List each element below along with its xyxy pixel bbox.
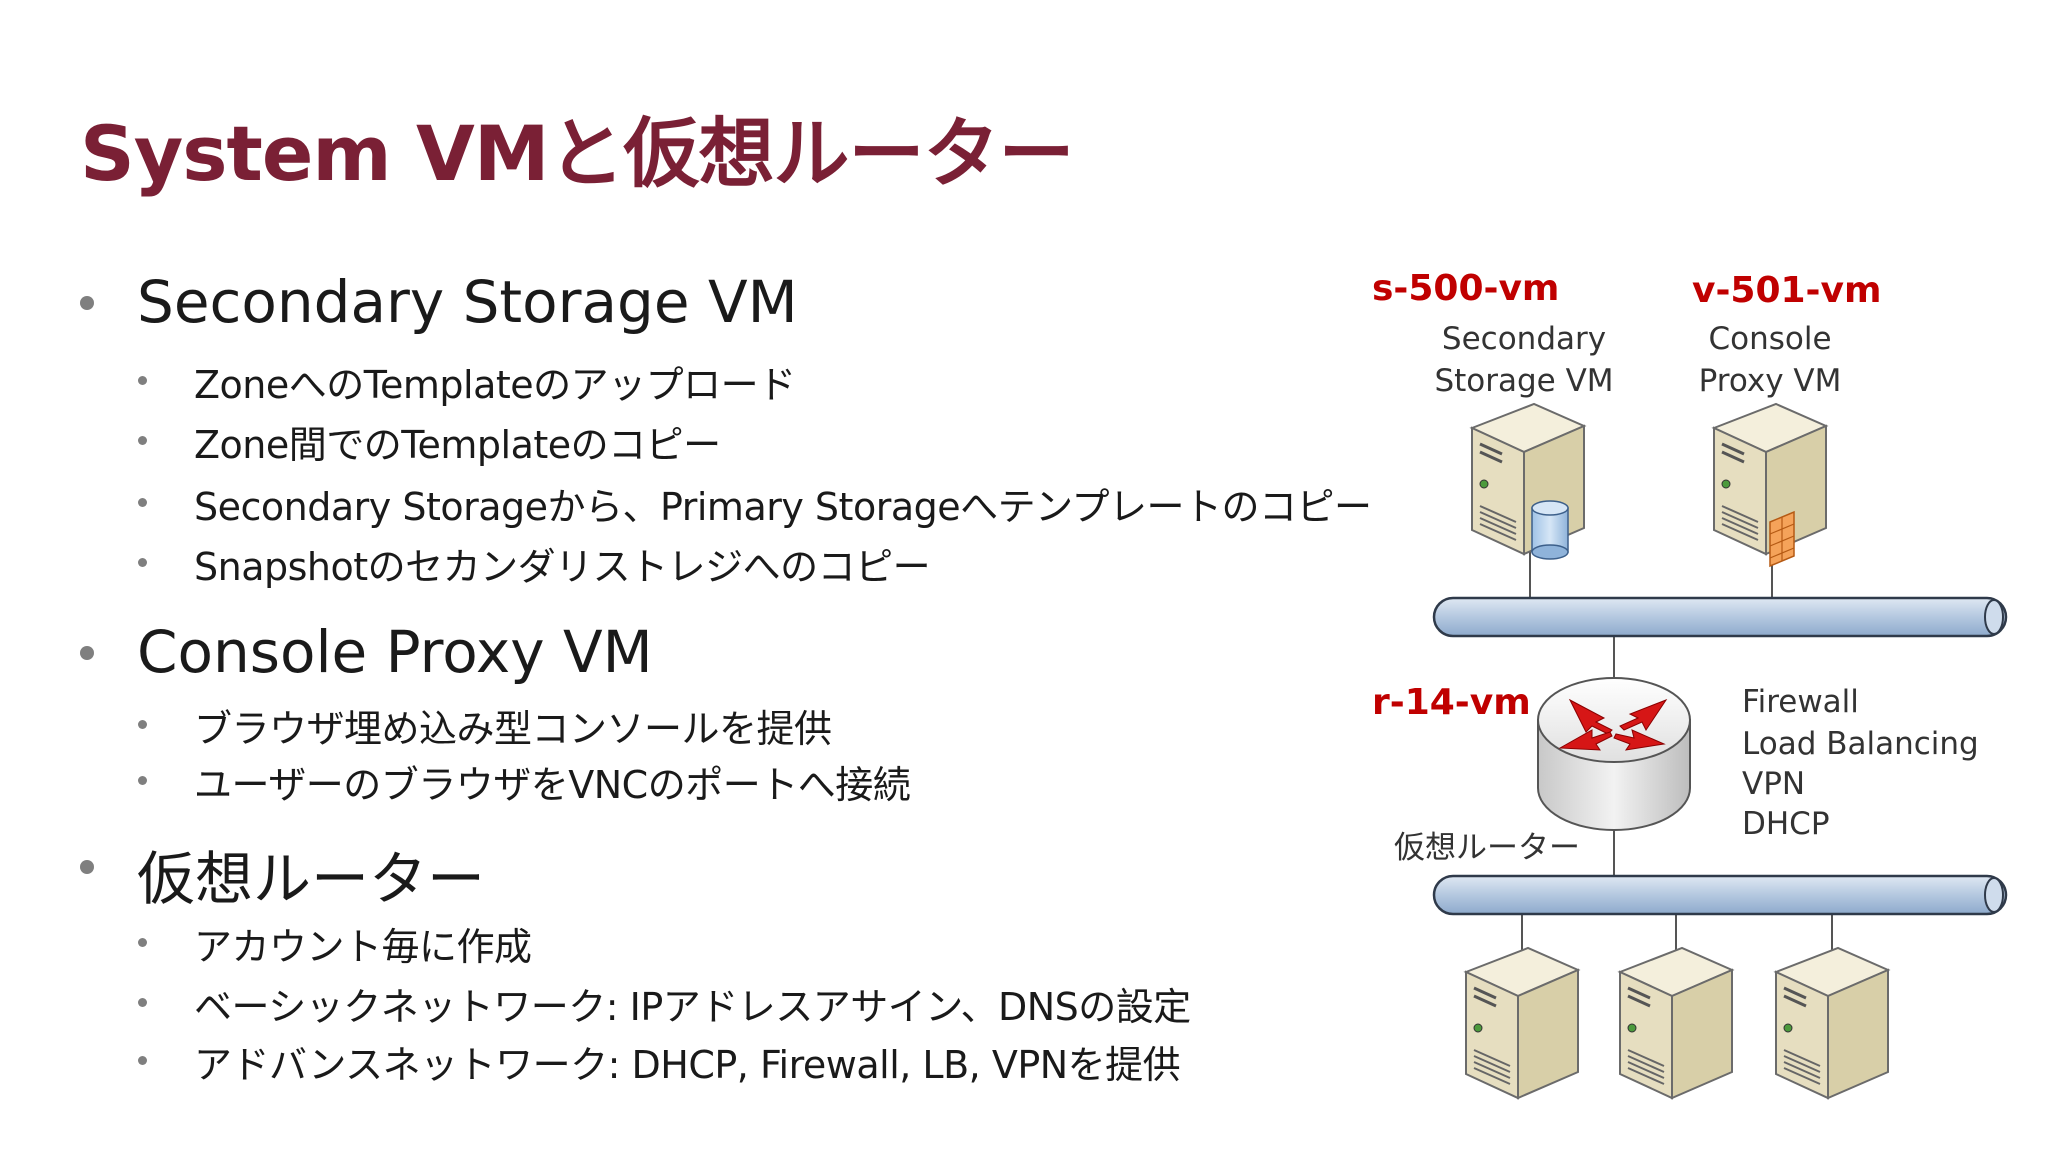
- bullet-dot: [138, 720, 147, 729]
- router-feature-firewall: Firewall: [1742, 684, 1859, 720]
- storage-vm-name-line1: Secondary: [1441, 321, 1607, 357]
- list-item-text: ブラウザ埋め込み型コンソールを提供: [194, 707, 832, 751]
- list-item-text: アカウント毎に作成: [194, 925, 532, 969]
- router-feature-vpn: VPN: [1742, 766, 1806, 802]
- section-heading-text: 仮想ルーター: [137, 845, 486, 913]
- list-item-text: ZoneへのTemplateのアップロード: [194, 363, 796, 407]
- storage-vm-id: s-500-vm: [1372, 268, 1560, 309]
- bullet-dot: [80, 646, 94, 660]
- list-item-text: Zone間でのTemplateのコピー: [194, 423, 721, 467]
- storage-vm-name: Secondary Storage VM: [1424, 318, 1624, 402]
- router-vm-id: r-14-vm: [1372, 682, 1531, 723]
- list-item-text: Snapshotのセカンダリストレジへのコピー: [194, 545, 931, 589]
- bullet-dot: [138, 436, 147, 445]
- firewall-brick-icon: [1769, 510, 1795, 568]
- router-icon: [1537, 677, 1691, 831]
- host-server-icon: [1774, 946, 1890, 1100]
- section-heading-text: Secondary Storage VM: [137, 268, 798, 336]
- list-item-text: ユーザーのブラウザをVNCのポートへ接続: [194, 763, 911, 807]
- slide-title: System VMと仮想ルーター: [80, 109, 1074, 198]
- host-server-icon: [1464, 946, 1580, 1100]
- router-label: 仮想ルーター: [1394, 830, 1580, 866]
- list-item-text: ベーシックネットワーク: IPアドレスアサイン、DNSの設定: [194, 985, 1191, 1029]
- section-heading-text: Console Proxy VM: [137, 618, 653, 686]
- router-feature-load-balancing: Load Balancing: [1742, 726, 1979, 762]
- bullet-dot: [138, 998, 147, 1007]
- storage-vm-name-line2: Storage VM: [1434, 363, 1614, 399]
- bullet-dot: [138, 938, 147, 947]
- bullet-dot: [138, 498, 147, 507]
- console-vm-id: v-501-vm: [1692, 270, 1882, 311]
- bullet-dot: [138, 558, 147, 567]
- bullet-dot: [138, 776, 147, 785]
- upper-network-bus: [1432, 596, 2008, 638]
- list-item-text: アドバンスネットワーク: DHCP, Firewall, LB, VPNを提供: [194, 1043, 1181, 1087]
- bullet-dot: [138, 1056, 147, 1065]
- bullet-dot: [138, 376, 147, 385]
- console-vm-name-line1: Console: [1708, 321, 1832, 357]
- console-vm-name: Console Proxy VM: [1670, 318, 1870, 402]
- router-feature-dhcp: DHCP: [1742, 806, 1830, 842]
- storage-vm-server-icon: [1470, 402, 1586, 560]
- console-proxy-server-icon: [1712, 402, 1828, 568]
- bullet-dot: [80, 860, 94, 874]
- list-item-text: Secondary Storageから、Primary Storageへテンプレ…: [194, 485, 1372, 529]
- lower-network-bus: [1432, 874, 2008, 916]
- host-server-icon: [1618, 946, 1734, 1100]
- bullet-list: Secondary Storage VM ZoneへのTemplateのアップロ…: [80, 268, 1372, 1087]
- console-vm-name-line2: Proxy VM: [1698, 363, 1842, 399]
- bullet-dot: [80, 296, 94, 310]
- storage-cylinder-icon: [1531, 500, 1569, 560]
